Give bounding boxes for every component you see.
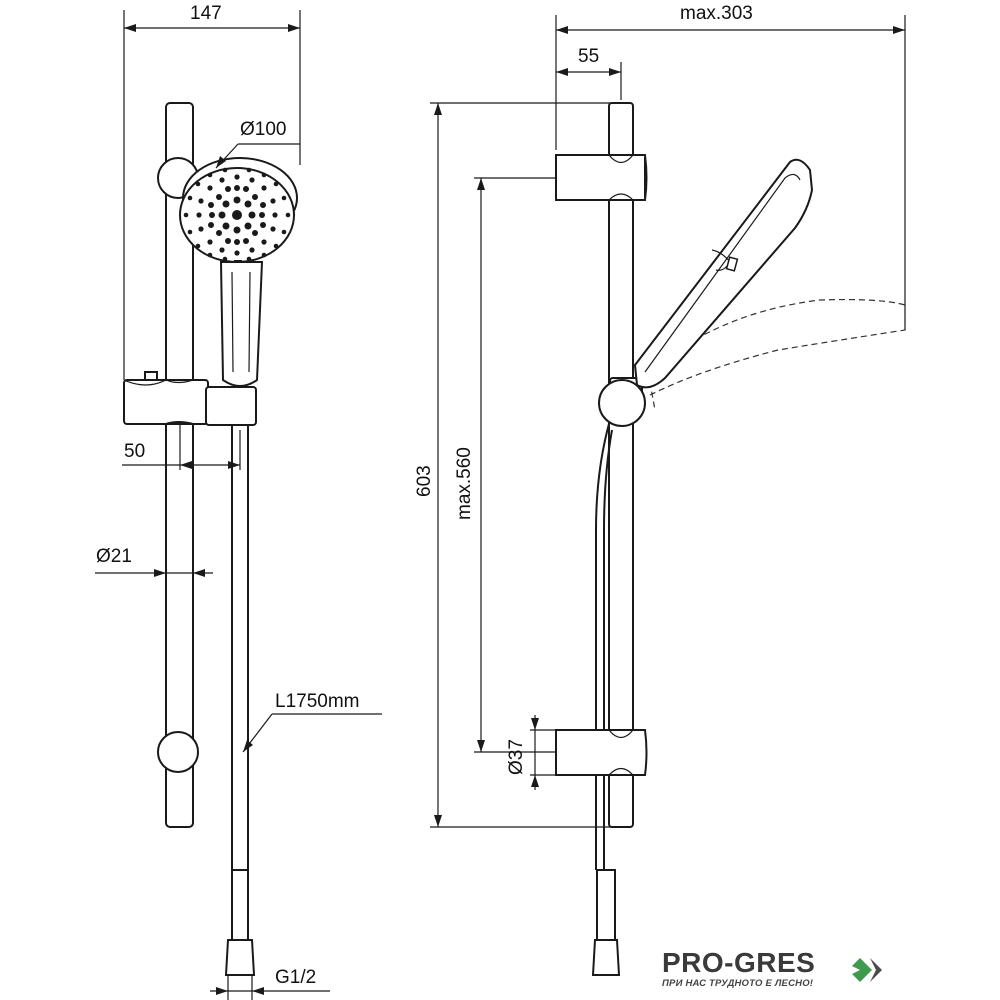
brand-name: PRO-GRES [662, 947, 816, 978]
dim-bracket-diameter-label: Ø37 [506, 739, 527, 775]
top-wall-bracket [555, 154, 648, 201]
diamond-arrow-icon [852, 958, 882, 982]
hose-end [231, 869, 249, 941]
dim-bracket-diameter-line [530, 715, 556, 790]
dim-total-height-line [430, 102, 612, 828]
shower-head-front [179, 157, 298, 270]
dim-wall-offset-line [556, 62, 622, 100]
dim-slide-range-label: max.560 [454, 447, 475, 520]
dim-width-line [123, 10, 301, 380]
dim-max-reach-label: max.303 [680, 3, 753, 24]
dim-hose-length-line [242, 713, 382, 753]
hose-nut [224, 939, 256, 976]
tilted-handle-ghost [647, 298, 906, 396]
slide-holder [123, 371, 257, 426]
brand-block: PRO-GRES ПРИ НАС ТРУДНОТО Е ЛЕСНО! [662, 947, 902, 990]
handset-side [633, 158, 814, 389]
rail-bottom-knob [157, 731, 199, 773]
dim-thread-line [210, 975, 330, 1000]
dim-thread-label: G1/2 [275, 967, 316, 988]
spray-nozzles [183, 167, 291, 262]
shower-handle-front [219, 261, 264, 387]
side-rail [608, 102, 634, 828]
dim-total-height-label: 603 [414, 465, 435, 497]
shower-hose [231, 424, 249, 871]
side-hose-nut [591, 939, 621, 976]
front-view: 147 [95, 3, 382, 1000]
dim-slide-range-line [474, 177, 556, 753]
dim-rail-diameter-label: Ø21 [96, 546, 132, 567]
side-hose [595, 419, 613, 870]
bottom-wall-bracket [555, 729, 648, 776]
dim-wall-offset-label: 55 [578, 46, 599, 67]
dim-holder-offset-label: 50 [124, 441, 145, 462]
dim-head-diameter-label: Ø100 [240, 119, 286, 140]
dim-width-label: 147 [190, 3, 222, 24]
brand-tagline: ПРИ НАС ТРУДНОТО Е ЛЕСНО! [662, 978, 814, 989]
dim-head-diameter-line [215, 143, 300, 169]
dim-holder-offset-line [122, 424, 241, 470]
dim-rail-diameter-line [95, 569, 213, 577]
side-view: max.303 55 [414, 3, 906, 976]
dim-max-reach-line [555, 15, 906, 330]
dim-hose-length-label: L1750mm [275, 691, 360, 712]
